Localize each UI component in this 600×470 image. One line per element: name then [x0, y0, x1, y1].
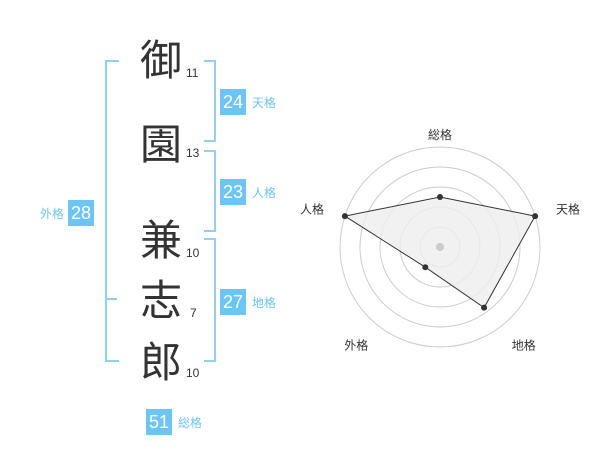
tenkaku-score: 24 天格 — [220, 89, 276, 115]
char-4: 志 — [140, 276, 183, 325]
gaikaku-split-tick — [105, 298, 117, 300]
strokes-3: 10 — [186, 246, 200, 260]
tenkaku-label: 天格 — [252, 95, 277, 110]
soukaku-score: 51 総格 — [146, 409, 202, 435]
char-5: 郎 — [140, 338, 183, 387]
radar-axis-label-5: 人格 — [300, 201, 324, 216]
soukaku-label: 総格 — [178, 415, 203, 430]
chikaku-value: 27 — [220, 289, 246, 315]
gaikaku-value: 28 — [68, 200, 95, 226]
radar-axis-label-3: 地格 — [512, 338, 536, 353]
radar-polygon — [343, 196, 536, 309]
radar-grid-ring — [339, 146, 541, 348]
soukaku-value: 51 — [146, 409, 172, 435]
radar-axis-label-1: 総格 — [428, 127, 452, 142]
chikaku-score: 27 地格 — [220, 289, 276, 315]
gaikaku-label: 外格 — [40, 206, 65, 221]
jinkaku-label: 人格 — [252, 185, 277, 200]
radar-point-1 — [437, 194, 443, 200]
gaikaku-bracket — [105, 60, 119, 362]
radar-grid-ring — [359, 166, 521, 328]
jinkaku-score: 23 人格 — [220, 179, 276, 205]
tenkaku-bracket — [204, 60, 216, 142]
tenkaku-value: 24 — [220, 89, 246, 115]
strokes-2: 13 — [186, 146, 200, 160]
radar-axis-label-2: 天格 — [556, 201, 580, 216]
gaikaku-score: 外格 28 — [40, 200, 95, 226]
radar-point-5 — [341, 213, 348, 220]
char-3: 兼 — [140, 216, 183, 265]
jinkaku-bracket — [204, 150, 216, 232]
radar-point-3 — [481, 304, 488, 311]
strokes-1: 11 — [186, 66, 199, 80]
radar-center-dot — [436, 243, 444, 251]
strokes-4: 7 — [190, 306, 197, 320]
chikaku-label: 地格 — [252, 295, 277, 310]
chikaku-bracket — [204, 238, 216, 362]
radar-point-4 — [422, 264, 429, 271]
char-2: 園 — [140, 120, 183, 169]
char-1: 御 — [140, 36, 183, 85]
jinkaku-value: 23 — [220, 179, 246, 205]
radar-point-2 — [532, 213, 539, 220]
radar-axis-label-4: 外格 — [344, 338, 368, 353]
strokes-5: 10 — [186, 366, 200, 380]
